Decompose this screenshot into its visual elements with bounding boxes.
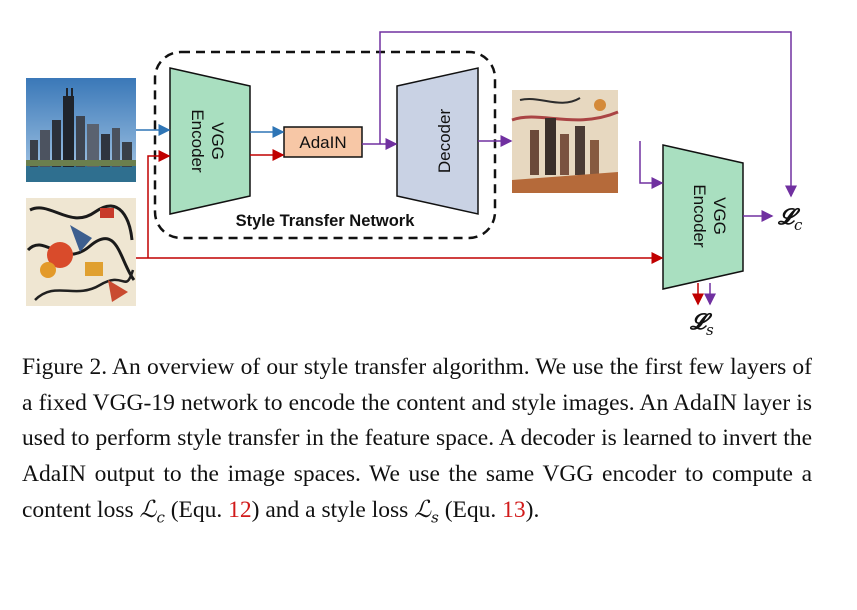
adain-label: AdaIN bbox=[299, 133, 346, 152]
vgg-encoder-right bbox=[662, 144, 744, 290]
content-image bbox=[26, 78, 136, 182]
figure-caption: Figure 2. An overview of our style trans… bbox=[22, 350, 812, 536]
encoder-left-label-line2: Encoder bbox=[188, 109, 207, 173]
content-loss-label: 𝓛c bbox=[777, 204, 803, 234]
caption-text-1: Figure 2. An overview of our style trans… bbox=[22, 354, 812, 523]
adain-to-content-loss-arrow bbox=[379, 31, 797, 198]
caption-text-2: (Equ. bbox=[164, 497, 229, 523]
style-loss-label: 𝓛s bbox=[689, 309, 714, 339]
caption-text-3: ) and a style loss bbox=[251, 497, 415, 523]
decoder bbox=[396, 67, 479, 215]
architecture-diagram: VGG Encoder AdaIN Decoder Style Transfer… bbox=[26, 31, 803, 339]
style-image bbox=[26, 198, 136, 306]
encoder-right-label-line2: Encoder bbox=[690, 184, 709, 248]
equation-ref-13[interactable]: 13 bbox=[502, 497, 526, 523]
content-loss-symbol: ℒc bbox=[139, 495, 165, 527]
caption-text-5: ). bbox=[525, 497, 540, 523]
encoder-left-label-line1: VGG bbox=[208, 122, 227, 160]
output-to-encoder-arrow bbox=[639, 141, 664, 189]
caption-text-4: (Equ. bbox=[438, 497, 503, 523]
network-label: Style Transfer Network bbox=[236, 212, 416, 230]
style-loss-symbol: ℒs bbox=[414, 495, 439, 527]
style-arrow-up bbox=[147, 150, 171, 258]
equation-ref-12[interactable]: 12 bbox=[228, 497, 252, 523]
style-transfer-network-box bbox=[153, 50, 497, 240]
encoder-right-label-line1: VGG bbox=[710, 197, 729, 235]
decoder-label: Decoder bbox=[435, 109, 454, 174]
stylized-output-image bbox=[511, 90, 619, 193]
adain-block bbox=[283, 126, 363, 158]
vgg-encoder-left bbox=[169, 67, 251, 215]
